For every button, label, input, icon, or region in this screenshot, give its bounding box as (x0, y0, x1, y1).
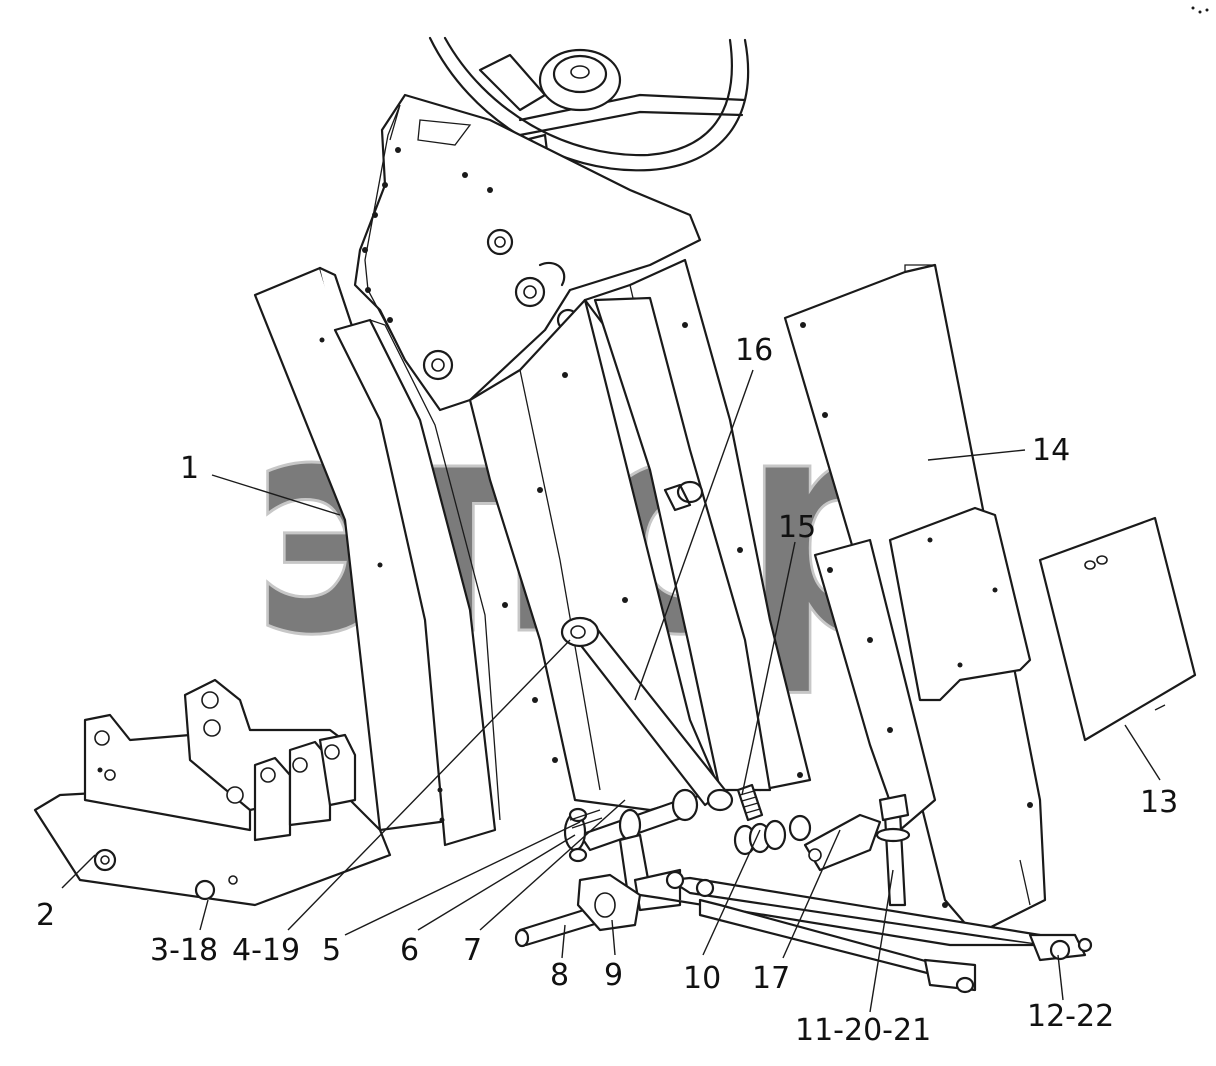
callout-13: 13 (1140, 785, 1178, 820)
callout-5: 5 (322, 933, 341, 968)
callout-labels: 1 2 3-18 4-19 5 6 7 8 9 10 11-20-21 12-2… (36, 333, 1178, 1048)
column-bracket-plate (353, 93, 702, 412)
callout-4-19: 4-19 (232, 933, 300, 968)
fasteners (568, 807, 603, 863)
shaft-assembly (563, 788, 911, 912)
callout-14: 14 (1032, 433, 1070, 468)
leader-10 (702, 829, 761, 956)
plate-part-13 (1038, 516, 1197, 742)
leader-6 (417, 834, 576, 931)
spring-part-15 (736, 783, 764, 822)
leader-4-19 (287, 639, 571, 931)
callout-8: 8 (550, 958, 569, 993)
leader-13 (1124, 724, 1161, 781)
leader-11-20-21 (869, 869, 894, 1013)
rod-part-16 (560, 616, 734, 812)
leader-8 (561, 924, 566, 959)
leader-14 (927, 449, 1026, 461)
leader-2 (61, 854, 96, 889)
leader-9 (611, 919, 616, 956)
bracket-part-2 (33, 678, 392, 907)
callout-17: 17 (752, 961, 790, 996)
leader-15 (741, 541, 796, 796)
callout-10: 10 (683, 961, 721, 996)
callout-15: 15 (778, 510, 816, 545)
panel-part-4-19 (333, 318, 501, 847)
leader-16 (634, 369, 754, 701)
leader-17 (782, 829, 841, 959)
callout-16: 16 (735, 333, 773, 368)
callout-7: 7 (463, 933, 482, 968)
inner-plate (888, 506, 1032, 702)
control-rods (638, 870, 1093, 994)
eye-part-9 (576, 873, 642, 932)
leader-7 (479, 799, 626, 931)
callout-11-20-21: 11-20-21 (795, 1013, 931, 1048)
callout-12-22: 12-22 (1027, 999, 1114, 1034)
callout-6: 6 (400, 933, 419, 968)
callout-2: 2 (36, 898, 55, 933)
corner-mark (1191, 6, 1209, 14)
leader-5 (344, 821, 581, 936)
leader-12-22 (1057, 954, 1064, 1001)
column-housing (468, 258, 812, 812)
leader-3-18 (199, 899, 209, 931)
leader-lines (61, 369, 1161, 1013)
callout-9: 9 (604, 958, 623, 993)
leader-1 (211, 474, 341, 516)
callout-1: 1 (180, 451, 199, 486)
callout-3-18: 3-18 (150, 933, 218, 968)
